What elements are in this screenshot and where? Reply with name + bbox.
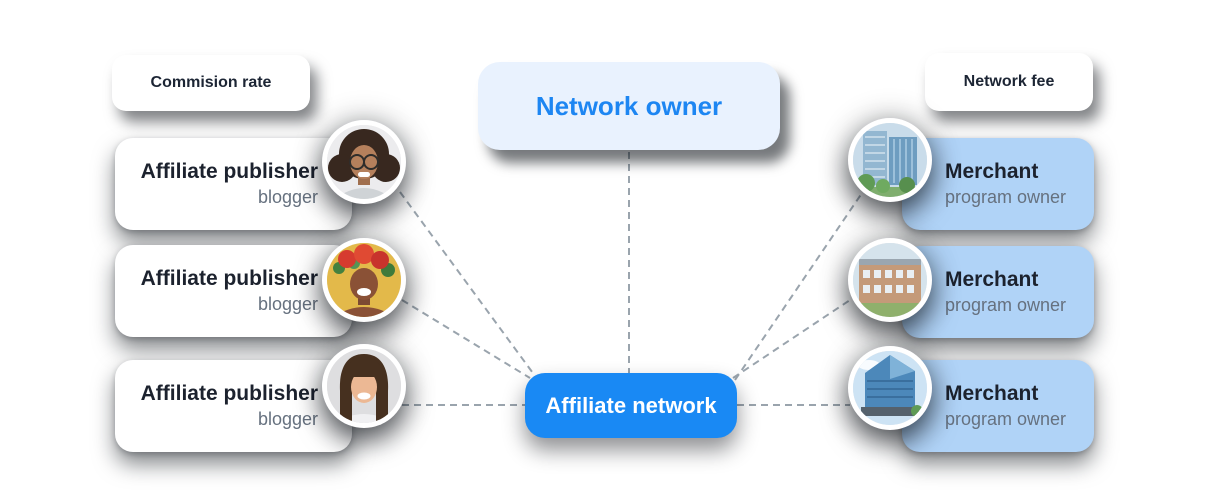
merchant-card: Merchant program owner: [902, 246, 1094, 338]
merchant-title: Merchant: [945, 160, 1039, 184]
publisher-card: Affiliate publisher blogger: [115, 138, 352, 230]
publisher-subtitle: blogger: [257, 409, 318, 430]
publisher-card: Affiliate publisher blogger: [115, 245, 352, 337]
node-affiliate-network: Affiliate network: [525, 373, 737, 438]
woman-red-flower-crown-icon: [327, 243, 401, 317]
publisher-subtitle: blogger: [257, 294, 318, 315]
merchant-card: Merchant program owner: [902, 360, 1094, 452]
badge-network-fee: Network fee: [925, 53, 1093, 111]
merchant-title: Merchant: [945, 268, 1039, 292]
badge-commission-rate: Commision rate: [112, 55, 310, 111]
publisher-title: Affiliate publisher: [140, 382, 318, 406]
node-network-owner: Network owner: [478, 62, 780, 150]
line-publisher2-to-network: [401, 299, 531, 379]
merchant-photo-1: [848, 118, 932, 202]
publisher-title: Affiliate publisher: [140, 160, 318, 184]
merchant-subtitle: program owner: [945, 409, 1067, 430]
publisher-avatar-3: [322, 344, 406, 428]
line-merchant2-to-network: [732, 299, 851, 379]
line-merchant1-to-network: [734, 192, 863, 381]
publisher-title: Affiliate publisher: [140, 267, 318, 291]
merchant-photo-2: [848, 238, 932, 322]
publisher-subtitle: blogger: [257, 187, 318, 208]
publisher-avatar-2: [322, 238, 406, 322]
modern-glass-building-icon: [853, 351, 927, 425]
merchant-subtitle: program owner: [945, 295, 1067, 316]
woman-curly-hair-glasses-icon: [327, 125, 401, 199]
line-publisher1-to-network: [399, 191, 539, 381]
merchant-photo-3: [848, 346, 932, 430]
merchant-title: Merchant: [945, 382, 1039, 406]
brick-office-building-icon: [853, 243, 927, 317]
merchant-card: Merchant program owner: [902, 138, 1094, 230]
publisher-card: Affiliate publisher blogger: [115, 360, 352, 452]
glass-towers-with-trees-icon: [853, 123, 927, 197]
woman-long-brown-hair-icon: [327, 349, 401, 423]
publisher-avatar-1: [322, 120, 406, 204]
merchant-subtitle: program owner: [945, 187, 1067, 208]
